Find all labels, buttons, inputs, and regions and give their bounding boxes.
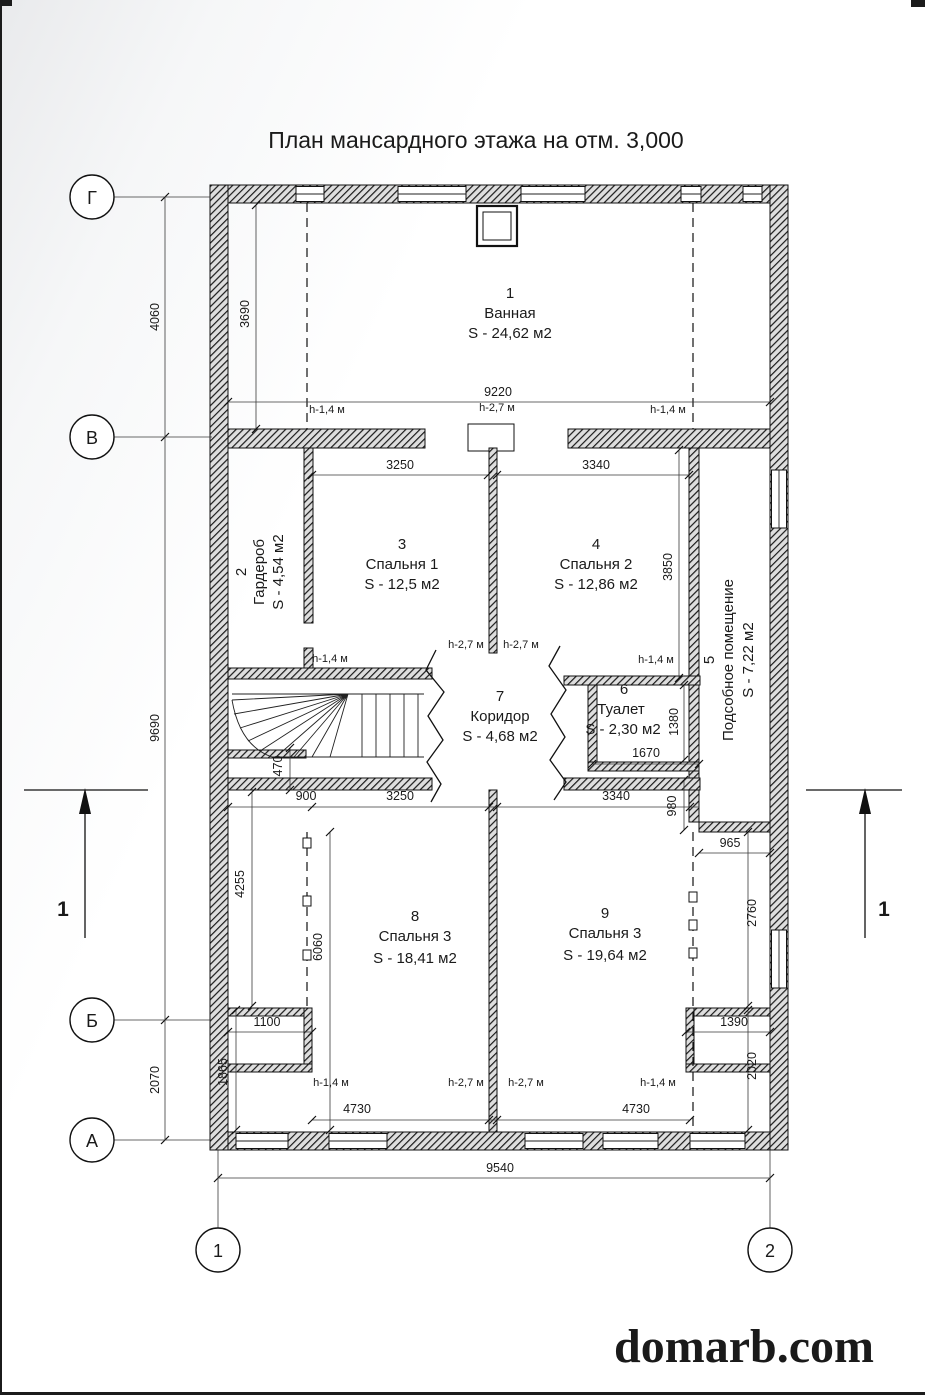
height-label: h-1,4 м <box>309 404 345 416</box>
room-6-name: Туалет <box>597 701 645 718</box>
room-2-area: S - 4,54 м2 <box>270 534 287 609</box>
axis-markers: Г В Б А 1 2 <box>69 174 793 1273</box>
room-4-number: 4 <box>592 536 600 553</box>
room-7-name: Коридор <box>470 708 529 725</box>
room-5-name: Подсобное помещение <box>720 579 737 741</box>
dim-4255: 4255 <box>233 870 247 898</box>
dim-3250-mid: 3250 <box>386 789 414 803</box>
interior-walls <box>227 423 771 1133</box>
ceiling-height-labels: h-1,4 м h-2,7 м h-1,4 м h-2,7 м h-2,7 м … <box>309 402 686 1089</box>
room-labels: 1 Ванная S - 24,62 м2 2 Гардероб S - 4,5… <box>233 285 757 967</box>
dim-9690: 9690 <box>148 714 162 742</box>
dim-4730-left: 4730 <box>343 1102 371 1116</box>
axis-label-2: 2 <box>765 1241 775 1261</box>
room-3-area: S - 12,5 м2 <box>364 576 439 593</box>
page-title: План мансардного этажа на отм. 3,000 <box>268 127 683 153</box>
room-2-number: 2 <box>233 568 250 576</box>
break-lines <box>425 645 567 803</box>
dim-2760: 2760 <box>745 899 759 927</box>
axis-label-b: Б <box>86 1011 98 1031</box>
dim-900: 900 <box>296 789 317 803</box>
dim-3250-top: 3250 <box>386 458 414 472</box>
height-label: h-2,7 м <box>508 1077 544 1089</box>
dim-6060: 6060 <box>311 933 325 961</box>
dim-4060: 4060 <box>148 303 162 331</box>
height-label: h-2,7 м <box>448 639 484 651</box>
height-label: h-1,4 м <box>650 404 686 416</box>
height-label: h-2,7 м <box>479 402 515 414</box>
axis-leader-lines <box>114 196 771 1228</box>
section-label-left: 1 <box>57 898 69 921</box>
window-openings <box>235 186 787 1149</box>
dim-965: 965 <box>720 836 741 850</box>
section-label-right: 1 <box>878 898 890 921</box>
dimension-lines <box>164 197 770 1179</box>
dim-1865: 1865 <box>216 1058 230 1086</box>
axis-label-1: 1 <box>213 1241 223 1261</box>
section-arrow-left <box>79 788 91 814</box>
room-3-number: 3 <box>398 536 406 553</box>
dim-470: 470 <box>271 756 285 777</box>
dim-3340-top: 3340 <box>582 458 610 472</box>
room-9-area: S - 19,64 м2 <box>563 947 647 964</box>
chimney-shaft <box>475 204 519 248</box>
watermark-text: domarb.com <box>614 1320 874 1373</box>
staircase <box>231 693 424 758</box>
room-5-area: S - 7,22 м2 <box>740 622 757 697</box>
height-label: h-1,4 м <box>640 1077 676 1089</box>
dim-1670: 1670 <box>632 746 660 760</box>
room-9-name: Спальня 3 <box>569 925 642 942</box>
dim-3340-mid: 3340 <box>602 789 630 803</box>
height-label: h-1,4 м <box>313 1077 349 1089</box>
section-marks: 1 1 <box>24 788 902 938</box>
axis-circle-g <box>69 174 115 220</box>
dim-2020: 2020 <box>745 1052 759 1080</box>
room-9-number: 9 <box>601 905 609 922</box>
dim-9540: 9540 <box>486 1161 514 1175</box>
room-2-name: Гардероб <box>251 539 268 605</box>
room-6-area: S - 2,30 м2 <box>585 721 660 738</box>
axis-circle-2 <box>747 1227 793 1273</box>
room-8-area: S - 18,41 м2 <box>373 950 457 967</box>
dim-3690: 3690 <box>238 300 252 328</box>
room-1-number: 1 <box>506 285 514 302</box>
height-label: h-1,4 м <box>638 654 674 666</box>
axis-circle-b <box>69 997 115 1043</box>
room-1-name: Ванная <box>484 305 535 322</box>
dim-2070: 2070 <box>148 1066 162 1094</box>
dim-980: 980 <box>665 796 679 817</box>
dim-1390: 1390 <box>720 1015 748 1029</box>
axis-circle-1 <box>195 1227 241 1273</box>
axis-label-g: Г <box>87 188 97 208</box>
room-7-number: 7 <box>496 688 504 705</box>
dim-3850: 3850 <box>661 553 675 581</box>
height-label: h-2,7 м <box>448 1077 484 1089</box>
ceiling-height-dashed-lines <box>302 203 698 1130</box>
dim-1380: 1380 <box>667 708 681 736</box>
axis-circle-a <box>69 1117 115 1163</box>
dim-9220: 9220 <box>484 385 512 399</box>
room-8-name: Спальня 3 <box>379 928 452 945</box>
section-arrow-right <box>859 788 871 814</box>
room-4-area: S - 12,86 м2 <box>554 576 638 593</box>
axis-label-a: А <box>86 1131 98 1151</box>
height-label: h-1,4 м <box>312 653 348 665</box>
height-label: h-2,7 м <box>503 639 539 651</box>
room-8-number: 8 <box>411 908 419 925</box>
room-3-name: Спальня 1 <box>366 556 439 573</box>
dim-4730-right: 4730 <box>622 1102 650 1116</box>
room-1-area: S - 24,62 м2 <box>468 325 552 342</box>
room-4-name: Спальня 2 <box>560 556 633 573</box>
axis-label-v: В <box>86 428 98 448</box>
axis-circle-v <box>69 414 115 460</box>
room-6-number: 6 <box>620 681 628 698</box>
dim-1100: 1100 <box>254 1015 281 1029</box>
dimension-labels: 4060 9690 2070 3690 9220 3250 3340 3850 … <box>148 300 759 1175</box>
room-5-number: 5 <box>701 656 718 664</box>
room-7-area: S - 4,68 м2 <box>462 728 537 745</box>
